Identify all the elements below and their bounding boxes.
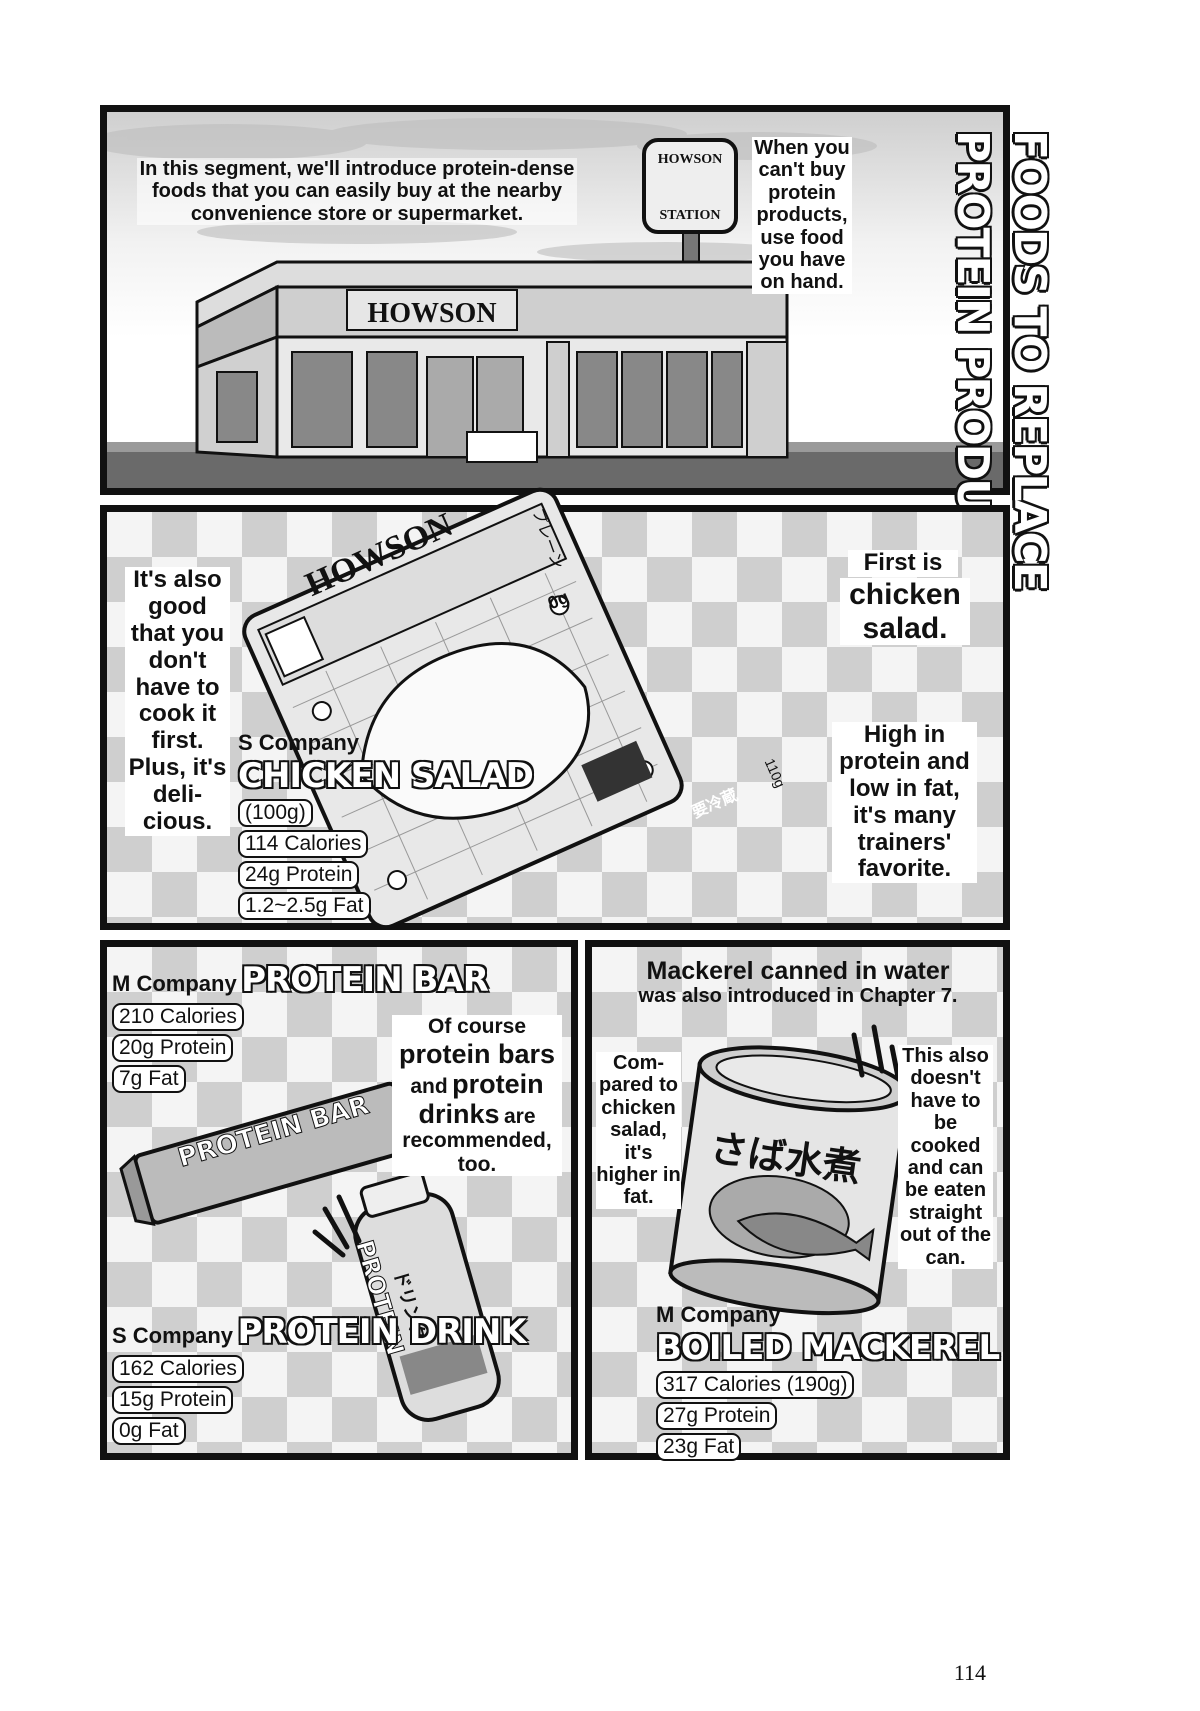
drink-stat-protein: 15g Protein (112, 1386, 234, 1414)
chicken-company: S Company (238, 730, 360, 755)
chicken-stat-weight: (100g) (238, 799, 313, 827)
bar-note-line-3a: and (410, 1074, 448, 1098)
drink-stat-calories: 162 Calories (112, 1355, 244, 1383)
drink-product: PROTEIN DRINK (237, 1311, 528, 1353)
mackerel-top-line-2: was also introduced in Chapter 7. (638, 985, 958, 1007)
panel-store: HOWSON HOWSON STATION In this segment, w… (100, 105, 1010, 495)
chicken-right-top: First is (848, 549, 958, 577)
chicken-left-text: It's also good that you don't have to co… (125, 566, 230, 836)
pole-sign-bottom: STATION (659, 208, 721, 223)
pole-sign-top: HOWSON (657, 152, 723, 167)
bar-note: Of course protein bars and protein drink… (392, 1015, 562, 1177)
drink-company: S Company (112, 1323, 234, 1348)
page-number: 114 (953, 1660, 986, 1685)
pole-sign (642, 138, 738, 234)
side-note: When you can't buy protein products, use… (752, 137, 852, 294)
mackerel-stat-calories: 317 Calories (190g) (656, 1371, 855, 1399)
chicken-package (242, 487, 684, 930)
chicken-stat-protein: 24g Protein (238, 861, 360, 889)
mackerel-right-note: This also doesn't have to be cooked and … (898, 1045, 993, 1269)
mackerel-company: M Company (656, 1302, 781, 1327)
bar-company: M Company (112, 971, 237, 996)
chicken-stat-fat: 1.2~2.5g Fat (238, 892, 371, 920)
bar-note-line-5: recommended, too. (402, 1129, 552, 1176)
drink-label: S Company PROTEIN DRINK 162 Calories 15g… (112, 1311, 528, 1448)
bar-stat-protein: 20g Protein (112, 1034, 234, 1062)
store-sign (346, 289, 518, 331)
mackerel-label: M Company BOILED MACKEREL 317 Calories (… (655, 1302, 1001, 1464)
chicken-product: CHICKEN SALAD (237, 755, 534, 797)
mackerel-product: BOILED MACKEREL (655, 1327, 1001, 1369)
store-sign-text: HOWSON (367, 298, 497, 329)
bar-note-line-2: protein bars (398, 1038, 556, 1069)
bar-note-line-1: Of course (427, 1015, 527, 1038)
title-line-1: FOODS TO REPLACE (1004, 130, 1055, 590)
mackerel-stat-protein: 27g Protein (656, 1402, 778, 1430)
bar-note-line-3b: protein (452, 1068, 544, 1099)
bar-drink-illustration (119, 1080, 501, 1422)
mackerel-top-line-1: Mackerel canned in water (646, 957, 950, 985)
bar-note-line-4a: drinks (418, 1098, 500, 1129)
chicken-right-emph: chicken salad. (840, 578, 970, 646)
drink-stat-fat: 0g Fat (112, 1417, 186, 1445)
bar-note-line-4b: are (503, 1104, 536, 1128)
bar-label: M Company PROTEIN BAR 210 Calories 20g P… (112, 959, 490, 1096)
store-illustration (107, 118, 1003, 488)
chicken-label: S Company CHICKEN SALAD (100g) 114 Calor… (237, 730, 535, 923)
mackerel-stat-fat: 23g Fat (656, 1433, 742, 1461)
intro-text: In this segment, we'll introduce protein… (137, 158, 577, 226)
bar-stat-calories: 210 Calories (112, 1003, 244, 1031)
bar-product: PROTEIN BAR (240, 959, 489, 1001)
mackerel-left-note: Com-pared to chicken salad, it's higher … (596, 1052, 681, 1209)
bar-stat-fat: 7g Fat (112, 1065, 186, 1093)
chicken-stat-calories: 114 Calories (238, 830, 369, 858)
chicken-right-bottom: High in protein and low in fat, it's man… (832, 721, 977, 884)
